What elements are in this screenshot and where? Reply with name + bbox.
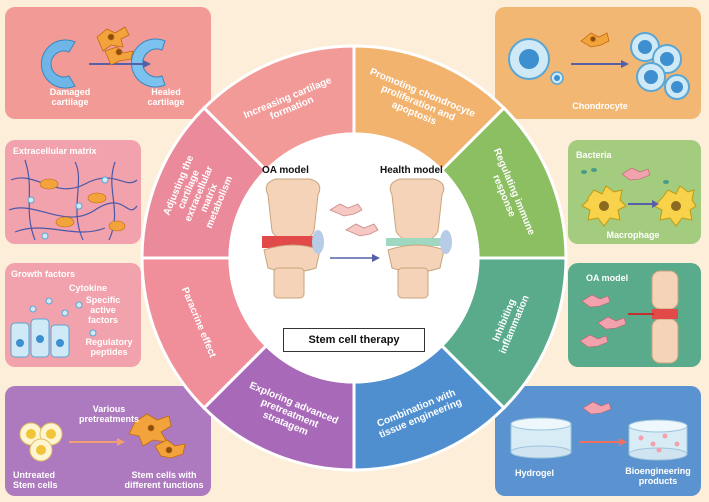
various-pretreatments-label: Various pretreatments xyxy=(78,404,140,424)
stem-cell-therapy-label: Stem cell therapy xyxy=(283,328,425,352)
panel-immune: Bacteria Macrophage xyxy=(568,140,701,244)
macrophage-label: Macrophage xyxy=(606,230,660,240)
stem-cells-functions-label: Stem cells with different functions xyxy=(124,470,204,490)
ecm-title: Extracellular matrix xyxy=(13,146,97,156)
damaged-cartilage-label: Damaged cartilage xyxy=(49,87,91,107)
healed-cartilage-label: Healed cartilage xyxy=(147,87,185,107)
healthy-knee-icon xyxy=(386,178,452,299)
bioengineering-products-label: Bioengineering products xyxy=(625,466,691,486)
panel-inflammation: OA model xyxy=(568,263,701,367)
panel-paracrine: Growth factors Cytokine Specific active … xyxy=(5,263,141,367)
bacteria-icon xyxy=(581,168,669,184)
stem-cell-icon xyxy=(329,203,379,237)
cartilage-illustration xyxy=(40,26,166,89)
bioengineering-product-icon xyxy=(628,419,688,461)
inflammation-oa-model-label: OA model xyxy=(586,273,629,283)
panel-ecm: Extracellular matrix xyxy=(5,140,141,244)
oa-model-title: OA model xyxy=(262,165,309,176)
regulatory-peptides-label: Regulatory peptides xyxy=(85,337,133,357)
pretreatment-illustration xyxy=(19,413,186,462)
knee-joint-icon xyxy=(651,270,679,364)
stem-cell-layer-icon xyxy=(10,318,70,358)
treated-stem-cell-icon xyxy=(128,413,186,459)
chondrocyte-label: Chondrocyte xyxy=(572,101,628,111)
bacteria-label: Bacteria xyxy=(576,150,612,160)
stem-cell-icon xyxy=(582,401,612,415)
untreated-stem-cells-label: Untreated Stem cells xyxy=(13,470,58,490)
cytokine-label: Cytokine xyxy=(69,283,108,293)
panel-tissue: Hydrogel Bioengineering products xyxy=(495,386,701,496)
tissue-illustration xyxy=(510,401,688,461)
matrix-fiber-icon xyxy=(8,159,138,241)
paracrine-illustration xyxy=(10,297,97,358)
specific-factors-label: Specific active factors xyxy=(85,295,121,325)
stem-cell-icon xyxy=(39,178,126,232)
stem-cell-icon xyxy=(580,32,610,48)
inflammation-illustration xyxy=(579,270,679,364)
panel-pretreatment: Various pretreatments Untreated Stem cel… xyxy=(5,386,211,496)
healed-cartilage-icon xyxy=(130,38,166,88)
stem-cell-icon xyxy=(579,294,627,348)
untreated-stem-cell-icon xyxy=(19,422,63,462)
secreted-factor-icon xyxy=(29,297,97,337)
hydrogel-icon xyxy=(510,417,572,459)
panel-chondrocyte: Chondrocyte xyxy=(495,7,701,119)
stem-cell-icon xyxy=(96,26,134,66)
hydrogel-label: Hydrogel xyxy=(515,468,555,478)
damaged-cartilage-icon xyxy=(40,39,76,89)
growth-factors-label: Growth factors xyxy=(11,269,76,279)
stem-cell-icon xyxy=(621,167,651,181)
chondrocyte-cluster-icon xyxy=(630,32,690,100)
macrophage-icon xyxy=(581,185,697,227)
vesicle-icon xyxy=(27,176,109,240)
ecm-illustration xyxy=(8,159,138,241)
immune-illustration xyxy=(581,167,697,227)
chondrocyte-illustration xyxy=(508,32,690,100)
health-model-title: Health model xyxy=(380,165,443,176)
oa-knee-icon xyxy=(262,178,324,299)
panel-cartilage: Damaged cartilage Healed cartilage xyxy=(5,7,211,119)
